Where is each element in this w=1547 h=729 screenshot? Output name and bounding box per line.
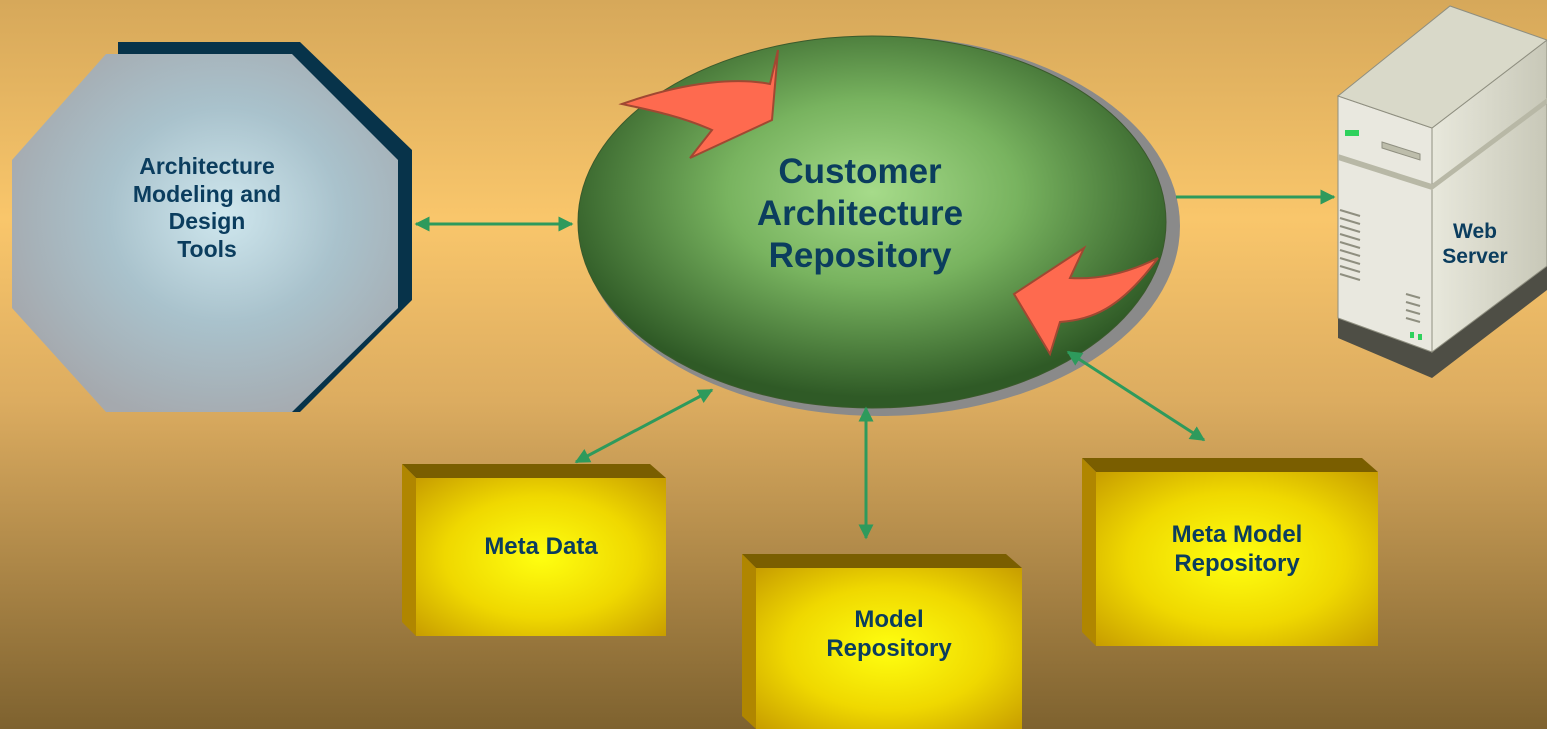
model-repository-label-line: Repository [826, 634, 952, 662]
web-server-icon [1336, 5, 1547, 378]
tools-label-line: Tools [177, 235, 237, 262]
connector-hub-meta-data [574, 388, 714, 464]
meta-data-box [402, 464, 666, 636]
repository-hub-label-line: Customer [778, 152, 942, 191]
meta-model-box [1082, 458, 1378, 646]
repository-hub-label: Customer Architecture Repository [700, 151, 1020, 277]
model-repository-box [742, 554, 1022, 729]
meta-model-label: Meta Model Repository [1096, 521, 1378, 579]
web-server-label-line: Server [1442, 245, 1508, 269]
repository-hub-label-line: Repository [768, 236, 952, 275]
meta-model-label-line: Repository [1174, 549, 1300, 577]
web-server-label-line: Web [1453, 220, 1497, 243]
model-repository-label-line: Model [854, 606, 924, 633]
cycle-arrow-bottom [1012, 245, 1159, 357]
tools-label-line: Design [168, 208, 246, 235]
meta-data-label: Meta Data [416, 533, 666, 562]
cycle-arrow-top [618, 49, 779, 159]
tools-label: Architecture Modeling and Design Tools [92, 153, 322, 263]
meta-data-label-line: Meta Data [484, 533, 598, 560]
connector-hub-meta-model [1066, 350, 1206, 442]
repository-hub-label-line: Architecture [756, 194, 964, 233]
web-server-label: Web Server [1420, 219, 1530, 269]
meta-model-label-line: Meta Model [1171, 521, 1303, 548]
tools-label-line: Architecture [139, 153, 275, 179]
tools-octagon [12, 42, 412, 412]
tools-label-line: Modeling and [132, 180, 282, 207]
model-repository-label: Model Repository [756, 606, 1022, 664]
